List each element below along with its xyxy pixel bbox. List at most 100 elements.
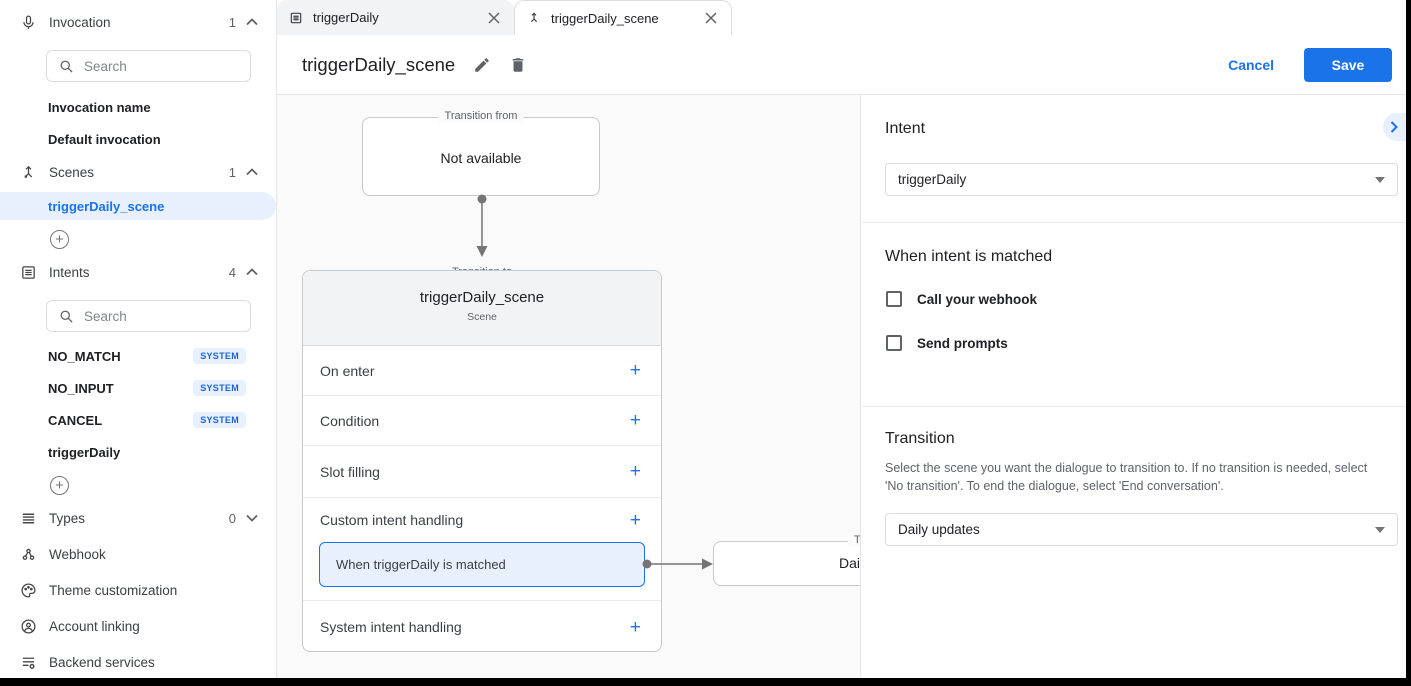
intent-dropdown-value: triggerDaily <box>898 172 967 187</box>
row-on-enter: On enter + <box>303 346 661 396</box>
account-circle-icon <box>18 616 38 636</box>
chevron-right-icon <box>1390 121 1398 133</box>
scene-card-title: triggerDaily_scene <box>419 289 545 306</box>
checkbox-unchecked[interactable] <box>886 291 902 307</box>
invocation-search <box>46 50 251 82</box>
section-count: 1 <box>228 14 236 30</box>
sidebar-section-invocation[interactable]: Invocation 1 <box>0 8 276 36</box>
scene-split-icon <box>18 162 38 182</box>
sidebar-section-scenes[interactable]: Scenes 1 <box>0 158 276 186</box>
intent-handler-item[interactable]: When triggerDaily is matched <box>319 542 645 587</box>
chevron-up-icon[interactable] <box>246 18 258 26</box>
add-on-enter-button[interactable]: + <box>629 360 641 381</box>
section-label: Intents <box>49 264 90 280</box>
tab-strip: triggerDaily triggerDaily_scene <box>277 0 1406 35</box>
add-slot-filling-button[interactable]: + <box>629 461 641 482</box>
connector-down-arrow <box>476 194 488 257</box>
section-label: Types <box>49 510 86 526</box>
intents-search <box>46 300 251 332</box>
title-bar: triggerDaily_scene Cancel Save <box>277 35 1406 95</box>
transition-from-legend: Transition from <box>438 110 524 122</box>
sidebar-item-theme-customization[interactable]: Theme customization <box>0 576 276 604</box>
chevron-up-icon[interactable] <box>246 268 258 276</box>
scene-card-subtitle: Scene <box>467 311 497 323</box>
row-slot-filling: Slot filling + <box>303 446 661 498</box>
section-count: 4 <box>228 264 236 280</box>
webhook-icon <box>18 544 38 564</box>
intents-search-input[interactable] <box>84 308 224 324</box>
add-custom-intent-button[interactable]: + <box>629 509 641 531</box>
search-icon <box>59 59 74 74</box>
sidebar-item-backend-services[interactable]: Backend services <box>0 648 276 676</box>
section-count: 0 <box>228 510 236 526</box>
sidebar-item-cancel[interactable]: CANCEL SYSTEM <box>0 406 276 434</box>
checkbox-unchecked[interactable] <box>886 335 902 351</box>
cancel-button[interactable]: Cancel <box>1228 56 1274 73</box>
tab-triggerdaily[interactable]: triggerDaily <box>277 0 514 35</box>
section-count: 1 <box>228 164 236 180</box>
main-area: triggerDaily triggerDaily_scene triggerD… <box>277 0 1406 678</box>
edit-pencil-icon[interactable] <box>473 56 491 74</box>
invocation-search-input[interactable] <box>84 58 224 74</box>
transition-dropdown[interactable]: Daily updates <box>885 513 1398 546</box>
screen-edge <box>1406 0 1411 686</box>
delete-trash-icon[interactable] <box>509 56 527 74</box>
dropdown-caret-icon <box>1375 526 1385 533</box>
transition-from-box: Transition from Not available <box>362 110 600 196</box>
intent-editor-panel: Intent triggerDaily When intent is match… <box>862 95 1406 678</box>
sidebar-item-no-match[interactable]: NO_MATCH SYSTEM <box>0 342 276 370</box>
scene-canvas[interactable]: Transition from Not available Transition… <box>277 95 861 678</box>
sidebar-section-types[interactable]: Types 0 <box>0 504 276 532</box>
page-title: triggerDaily_scene <box>302 53 456 75</box>
intent-tab-icon <box>289 11 303 25</box>
chevron-down-icon[interactable] <box>246 514 258 522</box>
add-intent-button[interactable]: + <box>50 476 69 495</box>
microphone-icon <box>18 12 38 32</box>
row-system-intent-handling: System intent handling + <box>320 616 641 638</box>
intent-dropdown[interactable]: triggerDaily <box>885 163 1398 196</box>
section-label: Invocation <box>49 14 111 30</box>
divider <box>862 222 1406 223</box>
intent-list-icon <box>18 262 38 282</box>
sidebar-item-invocation-name[interactable]: Invocation name <box>48 99 151 115</box>
sidebar: Invocation 1 Invocation name Default inv… <box>0 0 277 678</box>
row-custom-intent-handling: Custom intent handling + When triggerDai… <box>303 498 661 601</box>
call-webhook-checkbox-row[interactable]: Call your webhook <box>886 291 1037 307</box>
when-matched-heading: When intent is matched <box>885 248 1053 265</box>
search-icon <box>59 309 74 324</box>
transition-dropdown-value: Daily updates <box>898 522 980 537</box>
dropdown-caret-icon <box>1375 176 1385 183</box>
send-prompts-checkbox-row[interactable]: Send prompts <box>886 335 1008 351</box>
add-condition-button[interactable]: + <box>629 410 641 431</box>
close-icon[interactable] <box>703 10 719 26</box>
sidebar-item-no-input[interactable]: NO_INPUT SYSTEM <box>0 374 276 402</box>
intent-heading: Intent <box>885 120 926 137</box>
row-condition: Condition + <box>303 396 661 446</box>
scene-tab-icon <box>527 11 541 25</box>
divider <box>862 406 1406 407</box>
tab-triggerdaily-scene[interactable]: triggerDaily_scene <box>514 0 732 35</box>
collapse-panel-button[interactable] <box>1383 113 1406 141</box>
scene-card-header[interactable]: triggerDaily_scene Scene <box>303 271 661 346</box>
sidebar-item-webhook[interactable]: Webhook <box>0 540 276 568</box>
add-scene-button[interactable]: + <box>50 230 69 249</box>
system-badge: SYSTEM <box>193 380 246 396</box>
sidebar-section-intents[interactable]: Intents 4 <box>0 258 276 286</box>
transition-from-content: Not available <box>440 150 522 166</box>
add-system-intent-button[interactable]: + <box>629 616 641 638</box>
palette-icon <box>18 580 38 600</box>
sidebar-item-account-linking[interactable]: Account linking <box>0 612 276 640</box>
sidebar-item-triggerdaily[interactable]: triggerDaily <box>48 444 121 460</box>
save-button[interactable]: Save <box>1304 47 1392 82</box>
system-badge: SYSTEM <box>193 412 246 428</box>
sidebar-item-triggerdaily-scene[interactable]: triggerDaily_scene <box>0 192 276 220</box>
sidebar-item-default-invocation[interactable]: Default invocation <box>48 131 161 147</box>
chevron-up-icon[interactable] <box>246 168 258 176</box>
screen-edge <box>0 678 1411 686</box>
types-lines-icon <box>18 508 38 528</box>
target-legend: Tr <box>848 534 860 546</box>
target-content: Dail <box>839 555 861 571</box>
close-icon[interactable] <box>486 10 502 26</box>
transition-target-box: Tr Dail <box>713 534 861 586</box>
